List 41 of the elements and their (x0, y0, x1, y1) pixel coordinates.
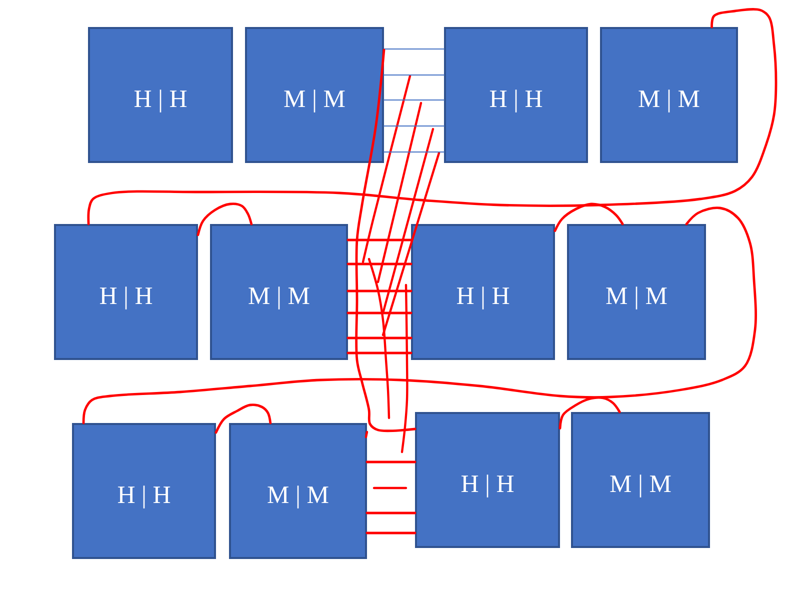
box-label: M | M (610, 471, 672, 499)
box-label: H | H (489, 86, 543, 114)
node-box (245, 27, 384, 163)
node-box (571, 412, 710, 548)
node-box (210, 224, 348, 360)
connector-line (346, 290, 412, 292)
box-label: M | M (248, 283, 310, 311)
box-label: M | M (606, 283, 668, 311)
connector-line (355, 48, 416, 432)
box-label: H | H (456, 283, 510, 311)
connector-line (366, 512, 416, 514)
connector-line (346, 336, 412, 340)
node-box (567, 224, 706, 360)
curved-connector (558, 396, 621, 430)
box-label: H | H (99, 283, 153, 311)
connector-line (346, 238, 412, 242)
connector-line (366, 532, 416, 534)
box-label: M | M (267, 482, 329, 510)
curved-connector (196, 202, 253, 236)
connector-line (346, 312, 412, 314)
connector-line (384, 48, 444, 50)
curved-connector (82, 206, 757, 424)
box-label: H | H (117, 482, 171, 510)
node-box (444, 27, 588, 163)
node-box (415, 412, 560, 548)
box-label: H | H (460, 471, 514, 499)
curved-connector (214, 404, 272, 434)
curved-connector (554, 202, 624, 232)
box-label: M | M (638, 86, 700, 114)
node-box (88, 27, 233, 163)
connector-line (384, 74, 444, 76)
node-box (600, 27, 738, 163)
node-box (229, 423, 367, 559)
node-box (411, 224, 555, 360)
connector-line (346, 262, 412, 266)
connector-line (346, 352, 412, 354)
node-box (54, 224, 198, 360)
node-box (72, 423, 216, 559)
box-label: M | M (284, 86, 346, 114)
box-label: H | H (134, 86, 188, 114)
connector-line (366, 460, 416, 464)
